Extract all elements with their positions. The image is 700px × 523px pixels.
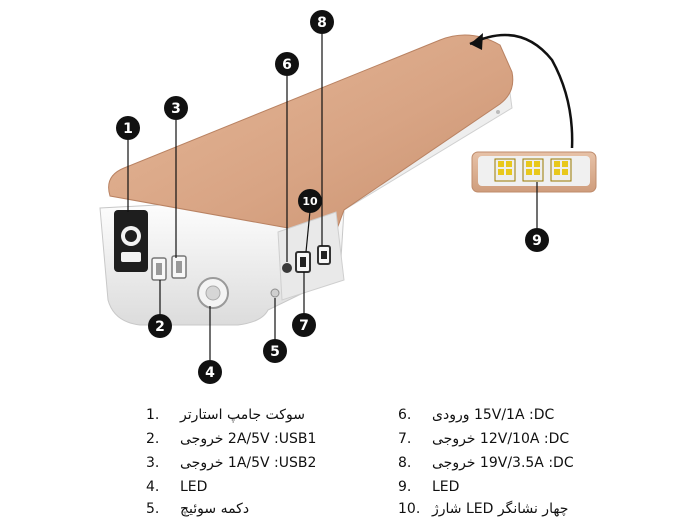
svg-text:7: 7 xyxy=(299,318,309,334)
legend-number: 4. xyxy=(146,479,160,495)
legend-item-8: 8. 19V/3.5A :DC خروجی xyxy=(398,452,574,474)
legend-number: 7. xyxy=(398,431,412,447)
leader-lines xyxy=(127,34,538,360)
legend-item-9: 9. LED xyxy=(398,476,459,498)
charge-led-group xyxy=(494,158,572,182)
legend-number: 10. xyxy=(398,501,421,517)
legend-text: سوکت جامپ استارتر xyxy=(180,407,305,423)
legend-text: 12V/10A :DC خروجی xyxy=(432,431,570,447)
legend-number: 8. xyxy=(398,455,412,471)
led-indicator-inset xyxy=(469,33,597,193)
legend-text: چهار نشانگر LED شارژ xyxy=(432,501,569,517)
callout-4: 4 xyxy=(198,360,222,384)
callout-9: 9 xyxy=(525,228,549,252)
callout-markers: 1 3 6 8 10 2 4 5 7 9 xyxy=(116,10,549,384)
legend-item-1: 1. سوکت جامپ استارتر xyxy=(146,404,305,426)
power-bank-body xyxy=(99,34,514,326)
svg-text:10: 10 xyxy=(302,195,318,208)
callout-6: 6 xyxy=(275,52,299,76)
svg-text:4: 4 xyxy=(205,365,215,381)
legend-number: 3. xyxy=(146,455,160,471)
legend-item-6: 6. 15V/1A :DC ورودی xyxy=(398,404,554,426)
legend-number: 6. xyxy=(398,407,412,423)
legend-number: 2. xyxy=(146,431,160,447)
callout-7: 7 xyxy=(292,313,316,337)
legend-item-5: 5. دکمه سوئیچ xyxy=(146,498,249,520)
legend-item-7: 7. 12V/10A :DC خروجی xyxy=(398,428,569,450)
callout-1: 1 xyxy=(116,116,140,140)
legend-text: LED xyxy=(180,479,208,495)
svg-text:1: 1 xyxy=(123,121,133,137)
legend-text: LED xyxy=(432,479,460,495)
legend-number: 1. xyxy=(146,407,160,423)
svg-text:9: 9 xyxy=(532,233,542,249)
svg-text:3: 3 xyxy=(171,101,181,117)
callout-3: 3 xyxy=(164,96,188,120)
callout-8: 8 xyxy=(310,10,334,34)
legend-item-4: 4. LED xyxy=(146,476,207,498)
legend-number: 9. xyxy=(398,479,412,495)
callout-10: 10 xyxy=(298,189,322,213)
legend-number: 5. xyxy=(146,501,160,517)
legend-item-2: 2. 2A/5V :USB1 خروجی xyxy=(146,428,316,450)
legend-text: 2A/5V :USB1 خروجی xyxy=(180,431,317,447)
legend-text: 1A/5V :USB2 خروجی xyxy=(180,455,317,471)
switch-button xyxy=(270,288,280,298)
svg-text:2: 2 xyxy=(155,319,165,335)
legend-item-3: 3. 1A/5V :USB2 خروجی xyxy=(146,452,316,474)
svg-text:5: 5 xyxy=(270,344,280,360)
legend-text: 15V/1A :DC ورودی xyxy=(432,407,555,423)
callout-2: 2 xyxy=(148,314,172,338)
legend-text: 19V/3.5A :DC خروجی xyxy=(432,455,574,471)
inset-arrowhead xyxy=(470,33,483,50)
legend-text: دکمه سوئیچ xyxy=(180,501,250,517)
svg-text:8: 8 xyxy=(317,15,327,31)
callout-5: 5 xyxy=(263,339,287,363)
inset-arrow xyxy=(469,33,574,149)
dc-input-jack xyxy=(282,263,292,273)
legend-item-10: 10. چهار نشانگر LED شارژ xyxy=(398,498,568,520)
svg-text:6: 6 xyxy=(282,57,292,73)
